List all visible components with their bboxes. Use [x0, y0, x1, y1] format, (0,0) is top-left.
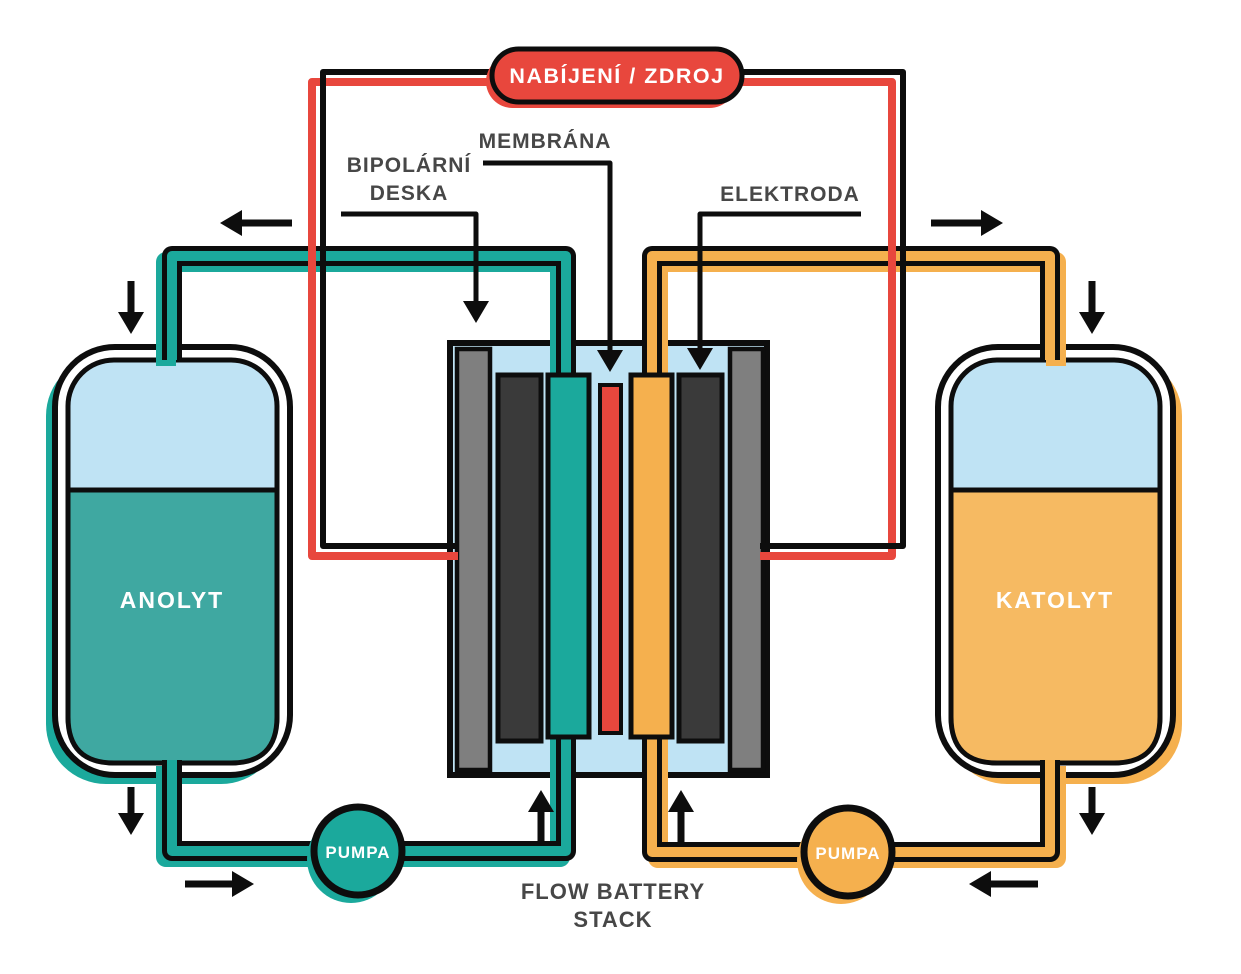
catholyte-flow-channel: [628, 372, 675, 740]
text-labels: MEMBRÁNA BIPOLÁRNÍ DESKA ELEKTRODA ANOLY…: [120, 130, 1114, 932]
electrode-label: ELEKTRODA: [720, 183, 860, 206]
left-electrode: [495, 372, 544, 744]
anolyte-liquid: [65, 487, 280, 766]
membrane-label: MEMBRÁNA: [479, 130, 612, 153]
membrane-pointer-line: [483, 160, 613, 352]
electrode-pointer-arrowhead: [687, 348, 713, 370]
bipolar-plate-pointer-line: [341, 211, 479, 303]
stack-label-line1: FLOW BATTERY: [521, 879, 705, 904]
anolyte-flow-channel: [545, 372, 592, 740]
arrow-left-down: [118, 281, 144, 334]
arrow-bottom-right-left: [969, 871, 1038, 897]
anolyte-tank: [46, 344, 293, 784]
arrow-stack-right-up: [668, 790, 694, 845]
right-current-collector-plate: [727, 346, 766, 773]
charge-source-pill-body: [489, 46, 745, 105]
charge-source-label: NABÍJENÍ / ZDROJ: [509, 63, 724, 88]
pump-right: PUMPA: [797, 804, 896, 904]
flow-arrows: [118, 210, 1105, 897]
catholyte-tank: [935, 344, 1182, 784]
catholyte-label: KATOLYT: [996, 587, 1114, 613]
membrane-pointer-arrowhead: [597, 350, 623, 372]
right-electrode: [676, 372, 725, 744]
arrow-bottom-right-down: [1079, 787, 1105, 835]
pump-right-body: [800, 804, 896, 900]
arrow-top-right-right: [931, 210, 1003, 236]
stack-internals: [454, 346, 766, 773]
pump-left-label: PUMPA: [325, 843, 390, 862]
stack-label-line2: STACK: [573, 907, 652, 932]
pump-left: PUMPA: [307, 803, 406, 903]
arrow-top-left-left: [220, 210, 292, 236]
arrow-bottom-left-right: [185, 871, 254, 897]
charge-source-pill: NABÍJENÍ / ZDROJ: [486, 46, 745, 108]
membrane: [598, 383, 623, 735]
arrow-right-down: [1079, 281, 1105, 334]
left-current-collector-plate: [454, 346, 493, 773]
arrow-stack-left-up: [528, 790, 554, 845]
pump-left-body: [310, 803, 406, 899]
anolyte-label: ANOLYT: [120, 587, 224, 613]
bipolar-plate-label-line2: DESKA: [370, 182, 449, 205]
anolyte-top-pipe-fluid: [167, 251, 571, 380]
bipolar-plate-label-line1: BIPOLÁRNÍ: [347, 154, 472, 177]
callout-pointers: [341, 160, 861, 372]
catholyte-top-pipe-fluid: [647, 251, 1055, 380]
catholyte-liquid: [948, 487, 1163, 766]
bipolar-plate-pointer-arrowhead: [463, 301, 489, 323]
electrode-pointer-line: [697, 211, 861, 350]
arrow-bottom-left-down: [118, 787, 144, 835]
pump-right-label: PUMPA: [815, 844, 880, 863]
